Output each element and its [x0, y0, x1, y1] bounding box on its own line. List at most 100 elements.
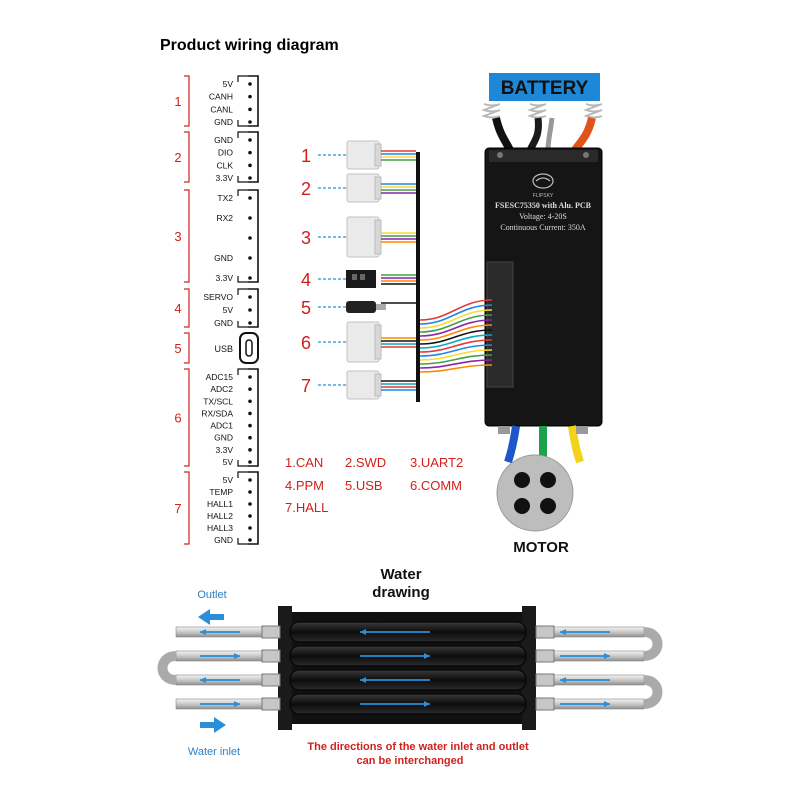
connector-2: 2 [301, 173, 416, 203]
wiring-title: Product wiring diagram [160, 37, 339, 54]
pin-label: GND [214, 253, 233, 263]
outlet-label: Outlet [197, 589, 226, 601]
cable-bar [416, 152, 420, 402]
pin-label: 5V [223, 305, 234, 315]
pin-label: GND [214, 117, 233, 127]
pin-dot [248, 196, 252, 200]
pin-dot [248, 387, 252, 391]
voltage-text: Voltage: 4-20S [519, 212, 567, 221]
pin-group-number: 2 [174, 150, 181, 165]
pin-dot [248, 308, 252, 312]
legend-item: 2.SWD [345, 455, 386, 470]
pin-label: TX/SCL [203, 396, 233, 406]
pin-dot [248, 448, 252, 452]
legend-item: 7.HALL [285, 500, 328, 515]
inlet-label: Water inlet [188, 746, 240, 758]
pin-label: RX/SDA [201, 408, 233, 418]
legend-item: 3.UART2 [410, 455, 463, 470]
pin-dot [248, 176, 252, 180]
connector-1: 1 [301, 140, 416, 170]
outlet-arrow-icon [198, 609, 224, 625]
connector-4: 4 [301, 270, 416, 290]
pin-group-number: 7 [174, 501, 181, 516]
pin-label: 5V [223, 457, 234, 467]
pin-dot [248, 94, 252, 99]
pin-label: TEMP [209, 487, 233, 497]
water-title-line2: drawing [372, 584, 430, 601]
battery-label: BATTERY [501, 78, 589, 99]
pin-label: ADC2 [210, 384, 233, 394]
pin-label: DIO [218, 148, 234, 158]
pin-dot [248, 276, 252, 280]
model-text: FSESC75350 with Alu. PCB [495, 201, 592, 210]
pin-label: USB [214, 344, 233, 354]
pin-dot [248, 120, 252, 124]
legend-item: 5.USB [345, 478, 383, 493]
pin-dot [248, 236, 252, 240]
pin-dot [248, 163, 252, 168]
pin-dot [248, 460, 252, 464]
pin-dot [248, 399, 252, 404]
battery-badge [489, 73, 600, 101]
water-cooling-pipes [157, 606, 663, 730]
pin-label: TX2 [217, 193, 233, 203]
pin-label: HALL1 [207, 499, 233, 509]
connector-5: 5 [301, 298, 416, 318]
pin-label: RX2 [216, 213, 233, 223]
pin-dot [248, 375, 252, 379]
wire-bundle [419, 299, 493, 373]
pin-dot [248, 526, 252, 530]
pin-group-5: 5 USB [174, 332, 259, 364]
connector-list: 1 2 3 4 5 6 7 [301, 140, 416, 400]
pin-label: 3.3V [216, 273, 234, 283]
connector-number: 4 [301, 270, 311, 290]
pin-label: 3.3V [216, 173, 234, 183]
pin-label: SERVO [203, 292, 233, 302]
pin-group-number: 3 [174, 229, 181, 244]
battery-spring-terminals [481, 103, 603, 119]
esc-device: BATTERY FLIPSKY FSESC75350 with Alu. PCB… [481, 73, 603, 556]
pin-dot [248, 423, 252, 428]
pin-dot [248, 295, 252, 299]
legend-item: 6.COMM [410, 478, 462, 493]
pin-group-number: 4 [174, 301, 181, 316]
pin-group-number: 1 [174, 94, 181, 109]
water-note-line1: The directions of the water inlet and ou… [307, 741, 529, 753]
pin-label: 5V [223, 79, 234, 89]
connector-3: 3 [301, 216, 416, 258]
pin-dot [248, 490, 252, 494]
connector-number: 7 [301, 376, 311, 396]
pin-dot [248, 321, 252, 325]
pin-label: HALL3 [207, 523, 233, 533]
pin-dot [248, 435, 252, 440]
motor-connector [496, 454, 574, 532]
pin-dot [248, 150, 252, 155]
pin-dot [248, 411, 252, 416]
connector-6: 6 [301, 321, 416, 363]
pin-group-number: 5 [174, 341, 181, 356]
pin-dot [248, 256, 252, 260]
pin-dot [248, 502, 252, 506]
connector-number: 3 [301, 228, 311, 248]
connector-number: 1 [301, 146, 311, 166]
pin-group-number: 6 [174, 411, 181, 426]
pin-dot [248, 478, 252, 482]
brand-name: FLIPSKY [533, 193, 554, 199]
pin-label: GND [214, 535, 233, 545]
pin-dot [248, 514, 252, 518]
pin-label: ADC15 [206, 372, 234, 382]
pin-dot [248, 107, 252, 112]
connector-7: 7 [301, 370, 416, 400]
pin-dot [248, 138, 252, 142]
current-text: Continuous Current: 350A [500, 223, 586, 232]
water-note-line2: can be interchanged [357, 755, 464, 767]
pin-dot [248, 216, 252, 220]
